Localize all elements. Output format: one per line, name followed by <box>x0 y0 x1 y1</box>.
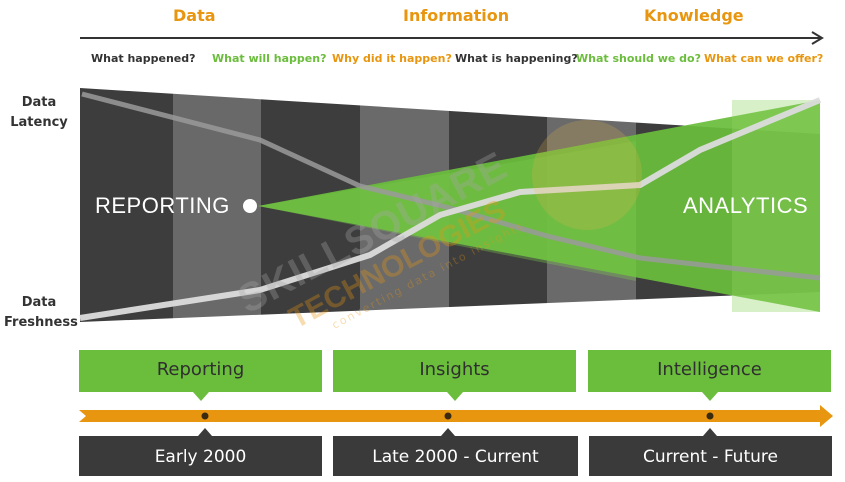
timeline-dot <box>444 412 452 420</box>
globe-logo-icon <box>532 120 642 230</box>
era-late-2000-current: Late 2000 - Current <box>333 428 578 476</box>
reporting-dot <box>243 199 257 213</box>
timeline-arrow <box>79 405 833 427</box>
stage-information: Information <box>403 6 510 25</box>
stage-data: Data <box>173 6 216 25</box>
era-current-future: Current - Future <box>589 428 832 476</box>
question-what-will-happen: What will happen? <box>212 52 327 65</box>
era-early-2000: Early 2000 <box>79 428 322 476</box>
stage-knowledge: Knowledge <box>644 6 744 25</box>
freshness-line <box>79 97 822 321</box>
phase-insights: Insights <box>333 350 576 401</box>
question-what-should-we-do: What should we do? <box>576 52 701 65</box>
analytics-cone <box>258 100 820 312</box>
reporting-label: REPORTING <box>95 193 230 218</box>
progress-arrow-top <box>80 31 824 45</box>
analytics-label: ANALYTICS <box>683 193 809 218</box>
timeline-dot <box>201 412 209 420</box>
timeline-dot <box>706 412 714 420</box>
phase-reporting: Reporting <box>79 350 322 401</box>
phase-intelligence: Intelligence <box>588 350 831 401</box>
latency-line <box>81 91 821 281</box>
question-why-did-it-happen: Why did it happen? <box>332 52 452 65</box>
question-what-happened: What happened? <box>91 52 196 65</box>
question-what-can-we-offer: What can we offer? <box>704 52 824 65</box>
question-what-is-happening: What is happening? <box>455 52 578 65</box>
